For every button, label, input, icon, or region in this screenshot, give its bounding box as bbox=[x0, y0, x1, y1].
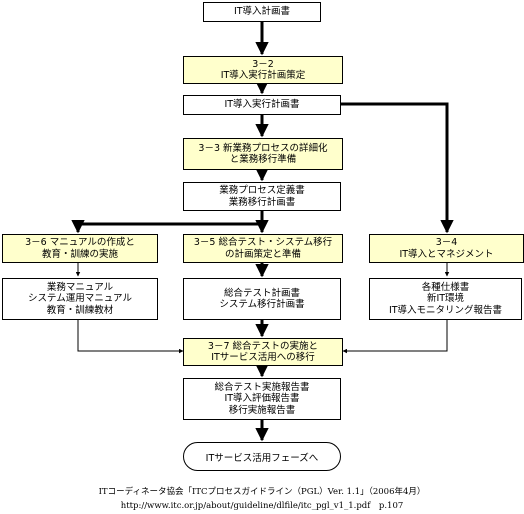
process-3-6-number: 3－6 bbox=[25, 237, 47, 248]
source-caption-line2: http://www.itc.or.jp/about/guideline/dlf… bbox=[120, 501, 404, 511]
process-3-2-number: 3－2 bbox=[252, 58, 274, 70]
process-3-4-title: IT導入とマネジメント bbox=[399, 248, 494, 260]
arrow-specs-to-3-7 bbox=[342, 320, 448, 354]
process-3-3-title: 新業務プロセスの詳細化 と業務移行準備 bbox=[223, 142, 328, 166]
doc-it-plan: IT導入計画書 bbox=[203, 2, 321, 22]
process-3-3-number: 3－3 bbox=[198, 142, 221, 154]
doc-reports: 総合テスト実施報告書 IT導入評価報告書 移行実施報告書 bbox=[183, 378, 341, 420]
process-3-7-number: 3－7 bbox=[207, 340, 230, 352]
source-caption-line1: ITコーディネータ協会「ITCプロセスガイドライン（PGL）Ver. 1.1」（… bbox=[98, 487, 426, 497]
process-3-3: 3－3 新業務プロセスの詳細化 と業務移行準備 bbox=[183, 138, 343, 170]
process-3-6-text: 3－6 マニュアルの作成と 教育・訓練の実施 bbox=[25, 237, 135, 260]
process-3-6: 3－6 マニュアルの作成と 教育・訓練の実施 bbox=[2, 234, 158, 263]
process-3-7-text: 3－7 総合テストの実施と ITサービス活用への移行 bbox=[208, 341, 318, 364]
process-3-6-title: マニュアルの作成と 教育・訓練の実施 bbox=[41, 237, 135, 260]
process-3-5: 3－5 総合テスト・システム移行 の計画策定と準備 bbox=[183, 234, 343, 263]
doc-test-plan: 総合テスト計画書 システム移行計画書 bbox=[183, 278, 341, 320]
arrow-exec-plan-to-3-4 bbox=[340, 102, 454, 234]
process-3-2: 3－2 IT導入実行計画策定 bbox=[183, 56, 343, 84]
doc-manuals: 業務マニュアル システム運用マニュアル 教育・訓練教材 bbox=[2, 278, 158, 320]
process-3-7-title: 総合テストの実施と ITサービス活用への移行 bbox=[211, 340, 319, 364]
doc-specifications: 各種仕様書 新IT環境 IT導入モニタリング報告書 bbox=[369, 278, 522, 320]
process-3-3-text: 3－3 新業務プロセスの詳細化 と業務移行準備 bbox=[198, 143, 327, 166]
terminal-service-phase: ITサービス活用フェーズへ bbox=[183, 442, 341, 471]
doc-process-definition-text: 業務プロセス定義書 業務移行計画書 bbox=[219, 185, 305, 208]
doc-test-plan-text: 総合テスト計画書 システム移行計画書 bbox=[219, 287, 305, 311]
terminal-service-phase-text: ITサービス活用フェーズへ bbox=[205, 452, 319, 464]
process-3-5-number: 3－5 bbox=[193, 237, 216, 248]
doc-reports-text: 総合テスト実施報告書 IT導入評価報告書 移行実施報告書 bbox=[214, 381, 310, 416]
doc-exec-plan: IT導入実行計画書 bbox=[183, 95, 341, 115]
doc-exec-plan-text: IT導入実行計画書 bbox=[224, 99, 300, 111]
doc-process-definition: 業務プロセス定義書 業務移行計画書 bbox=[183, 182, 341, 211]
doc-it-plan-text: IT導入計画書 bbox=[233, 6, 291, 18]
process-3-5-text: 3－5 総合テスト・システム移行 の計画策定と準備 bbox=[194, 237, 332, 260]
arrow-manuals-to-3-7 bbox=[77, 320, 184, 354]
process-3-5-title: 総合テスト・システム移行 の計画策定と準備 bbox=[218, 237, 333, 260]
arrow-branch-to-3-6 bbox=[71, 219, 262, 234]
doc-specifications-text: 各種仕様書 新IT環境 IT導入モニタリング報告書 bbox=[388, 281, 503, 316]
process-3-7: 3－7 総合テストの実施と ITサービス活用への移行 bbox=[183, 338, 343, 366]
process-3-2-title: IT導入実行計画策定 bbox=[220, 70, 306, 81]
doc-manuals-text: 業務マニュアル システム運用マニュアル 教育・訓練教材 bbox=[28, 281, 132, 316]
process-3-4: 3－4 IT導入とマネジメント bbox=[369, 234, 524, 263]
process-3-4-number: 3－4 bbox=[435, 237, 458, 248]
